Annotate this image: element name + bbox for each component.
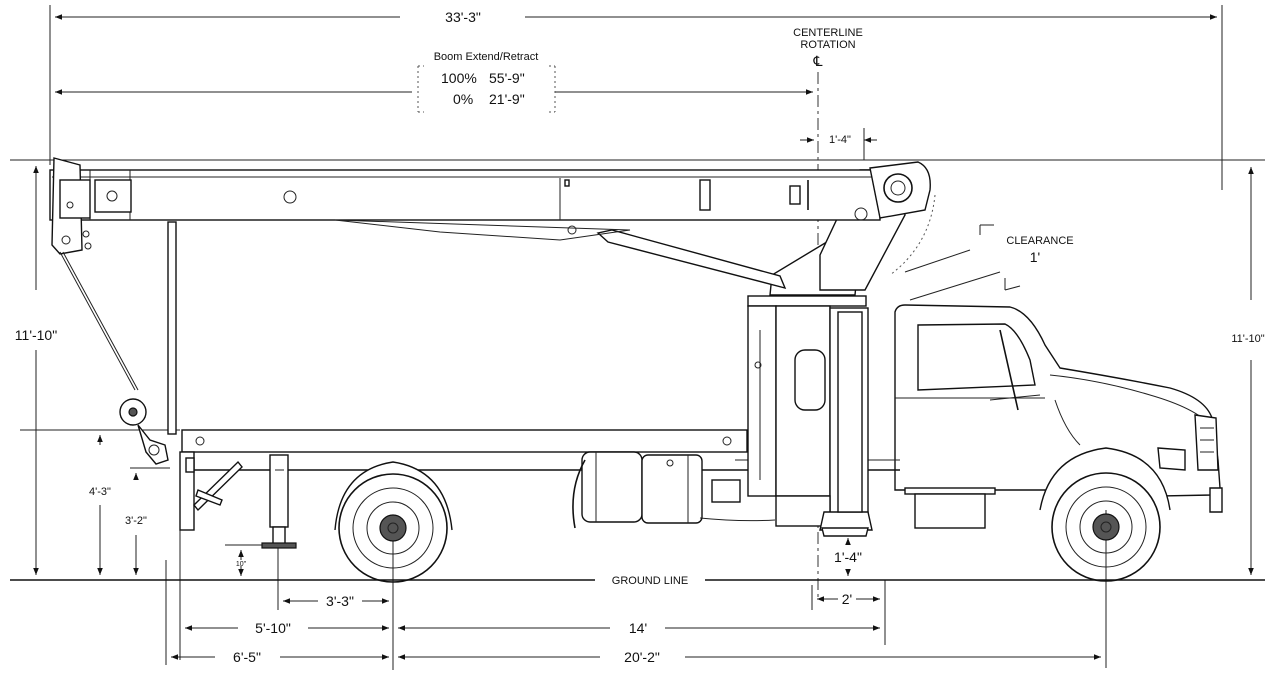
clearance-label: CLEARANCE [1006,235,1073,247]
wheelbase-label: 20'-2" [624,649,660,665]
front-outrigger [821,311,869,537]
winch-line-hook [59,251,169,465]
boom-extended-length: 55'-9" [489,70,525,86]
ground-line: GROUND LINE [10,575,1265,587]
rear-to-axle-label: 5'-10" [255,620,291,636]
outrigger-to-axle-label: 3'-3" [326,593,354,609]
truck-cab [894,304,1223,529]
boom-extended-pct: 100% [441,70,477,86]
boom-assembly [49,157,936,435]
bed-height-label: 4'-3" [89,486,111,498]
rear-overhang-label: 6'-5" [233,649,261,665]
rear-bracket [179,451,243,531]
turret-offset-label: 1'-4" [829,134,851,146]
outrigger-height-label: 3'-2" [125,515,147,527]
boom-extend-title: Boom Extend/Retract [434,51,539,63]
outrigger-ground-label: 1'-4" [834,549,862,565]
boom-extend-box [417,65,556,113]
pad-clearance-label: 10" [236,561,247,568]
boom-retracted-pct: 0% [453,91,473,107]
rear-wheel [334,461,453,583]
centerline-symbol: ℄ [813,53,823,69]
dimension-lines [33,14,1254,660]
height-left-label: 11'-10" [15,327,57,343]
boom-retracted-length: 21'-9" [489,91,525,107]
extension-lines [10,5,1265,670]
rear-outrigger [261,454,297,549]
ground-line-label: GROUND LINE [612,575,688,587]
height-right-label: 11'-10" [1231,333,1264,345]
centerline-label-line2: ROTATION [800,39,855,51]
front-outrigger-offset-label: 2' [842,591,852,607]
tanks [572,451,776,529]
overall-length-label: 33'-3" [445,9,481,25]
clearance-value: 1' [1030,249,1040,265]
axle-to-front-outrigger-label: 14' [629,620,647,636]
front-wheel [1039,447,1171,582]
centerline-label-line1: CENTERLINE [793,27,863,39]
